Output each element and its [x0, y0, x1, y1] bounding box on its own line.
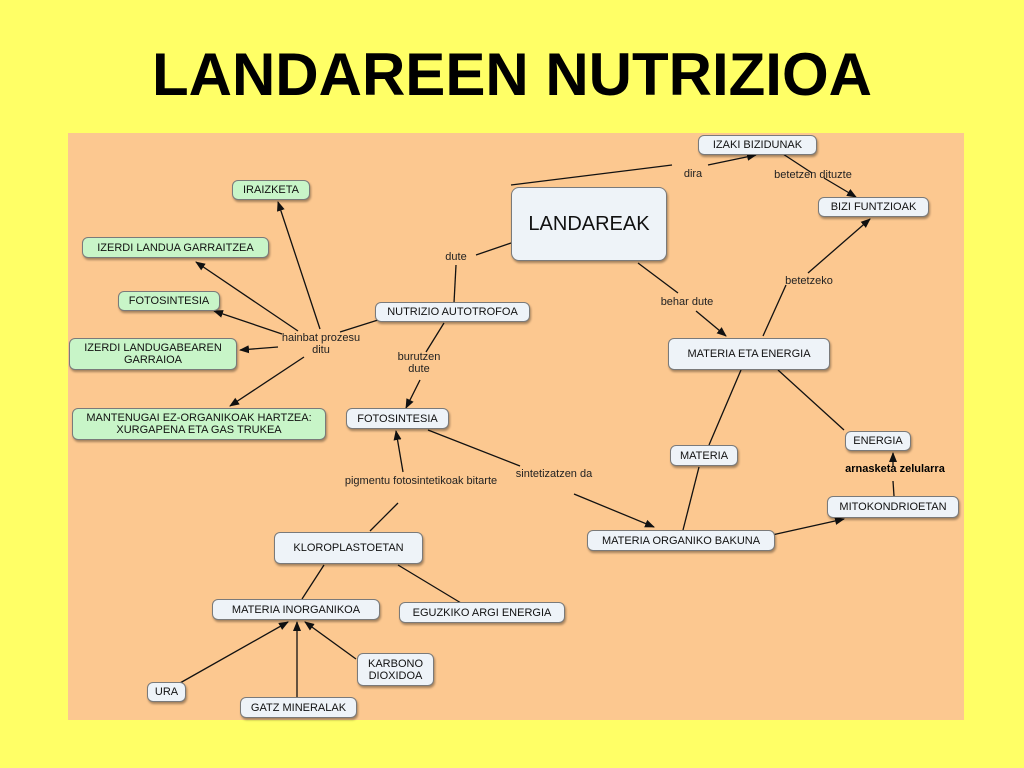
arrow-betetzen-bizi [823, 177, 857, 198]
link-label-arnasketa-zelularra: arnasketa zelularra [845, 463, 945, 475]
node-energia: ENERGIA [845, 431, 911, 451]
link-label-behar-dute: behar dute [660, 296, 714, 308]
node-materia-organiko-bakuna: MATERIA ORGANIKO BAKUNA [587, 530, 775, 551]
link-label-betetzeko: betetzeko [785, 275, 833, 287]
arrow-hainbat-izerdi [195, 261, 299, 332]
node-izerdi-landua: IZERDI LANDUA GARRAITZEA [82, 237, 269, 258]
connector-materiaenergia-betetzeko [762, 284, 787, 337]
connector-materiaenergia-materia [708, 369, 742, 446]
page-title: LANDAREEN NUTRIZIOA [152, 41, 872, 108]
arrow-hainbat-izerdilandugabea [239, 345, 279, 354]
connector-landareak-dira [510, 164, 673, 186]
arrow-sintetizatzen-organiko [573, 493, 655, 528]
node-bizi-funtzioak: BIZI FUNTZIOAK [818, 197, 929, 217]
link-label-betetzen-dituzte: betetzen dituzte [774, 169, 852, 181]
connector-landareak-behar [637, 262, 679, 294]
node-mitokondrioetan: MITOKONDRIOETAN [827, 496, 959, 518]
node-ura: URA [147, 682, 186, 702]
link-label-sintetizatzen-da: sintetizatzen da [515, 468, 593, 480]
node-fotosintesia-green: FOTOSINTESIA [118, 291, 220, 311]
connector-fotosintesia-sintetizatzen [427, 429, 521, 467]
link-label-pigmentu-fotosintetikoak-bitarte: pigmentu fotosintetikoak bitarte [344, 475, 498, 487]
concept-map: LANDAREAK IZAKI BIZIDUNAK BIZI FUNTZIOAK… [68, 133, 964, 720]
node-izerdi-landugabea: IZERDI LANDUGABEAREN GARRAIOA [69, 338, 237, 370]
node-karbono-dioxidoa: KARBONO DIOXIDOA [357, 653, 434, 686]
link-label-burutzen-dute: burutzen dute [397, 351, 441, 375]
node-materia-inorganikoa: MATERIA INORGANIKOA [212, 599, 380, 620]
arrow-behar-materia [695, 310, 727, 337]
connector-kloroplasto-inorganikoa [301, 564, 325, 600]
node-mantenugai: MANTENUGAI EZ-ORGANIKOAK HARTZEA: XURGAP… [72, 408, 326, 440]
arrow-ura-inorganikoa [179, 621, 289, 684]
arrow-dira-izaki [707, 152, 757, 166]
node-nutrizio-autotrofoa: NUTRIZIO AUTOTROFOA [375, 302, 530, 322]
arrow-hainbat-iraizketa [277, 201, 321, 330]
connector-mitokondrio-arnasketa [892, 480, 895, 497]
link-label-hainbat-prozesu-ditu: hainbat prozesu ditu [281, 332, 361, 356]
connector-landareak-dute [475, 242, 512, 256]
concept-map-connectors [179, 152, 897, 697]
node-gatz-mineralak: GATZ MINERALAK [240, 697, 357, 718]
node-kloroplastoetan: KLOROPLASTOETAN [274, 532, 423, 564]
connector-materia-organiko [682, 466, 700, 531]
node-eguzkiko-argi-energia: EGUZKIKO ARGI ENERGIA [399, 602, 565, 623]
node-materia-eta-energia: MATERIA ETA ENERGIA [668, 338, 830, 370]
arrow-pigmentu-fotosintesia [393, 430, 404, 473]
connector-kloroplasto-pigmentu [369, 502, 399, 532]
arrow-hainbat-mantenugai [229, 356, 305, 407]
connector-nutrizio-burutzen [425, 322, 445, 353]
link-label-dute: dute [445, 251, 467, 263]
arrow-organiko-mitokondrio [771, 517, 845, 536]
node-izaki-bizidunak: IZAKI BIZIDUNAK [698, 135, 817, 155]
arrow-betetzeko-bizi [807, 218, 871, 274]
arrow-hainbat-fotosintesia [213, 310, 283, 335]
link-label-dira: dira [683, 168, 703, 180]
node-landareak: LANDAREAK [511, 187, 667, 261]
node-fotosintesia: FOTOSINTESIA [346, 408, 449, 429]
node-materia: MATERIA [670, 445, 738, 466]
connector-kloroplasto-eguzkiko [397, 564, 462, 604]
arrow-burutzen-fotosintesia [405, 379, 421, 409]
arrow-karbono-inorganikoa [304, 621, 357, 660]
connector-izaki-betetzen [782, 153, 813, 174]
connector-nutrizio-hainbat [339, 319, 379, 333]
connector-dute-nutrizio [453, 264, 457, 304]
connector-materiaenergia-energia [777, 369, 845, 431]
node-iraizketa: IRAIZKETA [232, 180, 310, 200]
